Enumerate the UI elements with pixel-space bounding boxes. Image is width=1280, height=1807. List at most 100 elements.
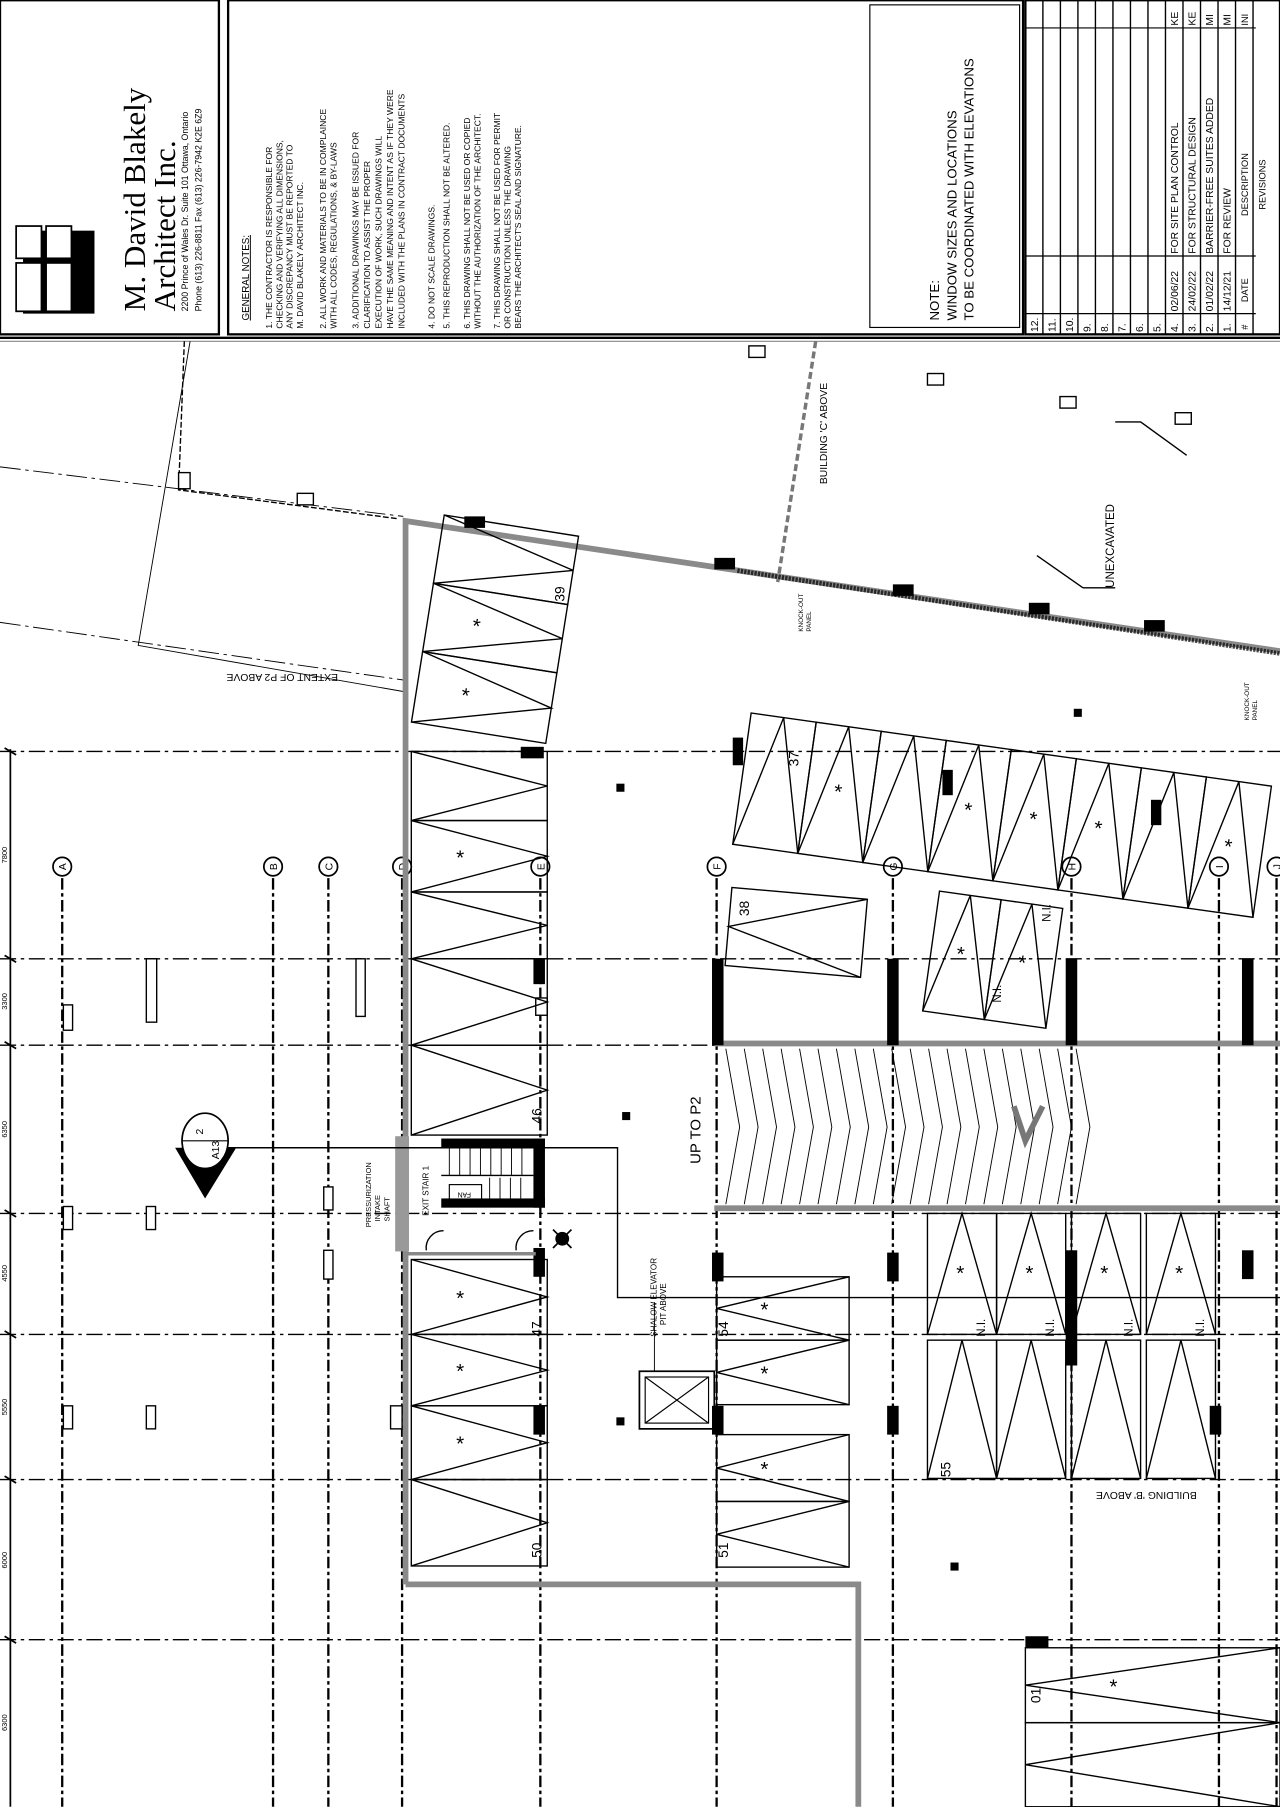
ramp-direction-arrow <box>1011 1104 1046 1149</box>
structural-column <box>712 1252 724 1282</box>
parking-stall: * <box>410 650 558 745</box>
parking-stall: * <box>1024 1647 1280 1724</box>
door-swing[interactable] <box>515 1230 534 1251</box>
ramp-hatch <box>946 1048 962 1205</box>
ramp-hatch <box>928 1048 943 1205</box>
general-note-line: WITHOUT THE AUTHORIZATION OF THE ARCHITE… <box>472 113 482 328</box>
grid-label: B <box>269 863 280 870</box>
window-marker <box>62 1405 74 1430</box>
parking-stall <box>1024 1721 1280 1807</box>
building-b-label: BUILDING 'B' ABOVE <box>1096 1489 1197 1500</box>
stall-outline <box>410 819 548 893</box>
stall-outline <box>410 1044 548 1136</box>
parking-stall: * <box>921 890 1002 1021</box>
pressurization-label: SHAFT <box>382 1197 391 1222</box>
knockout-panel-label: PANEL <box>806 611 813 632</box>
general-note-line: 2. ALL WORK AND MATERIALS TO BE IN COMPL… <box>318 109 328 329</box>
general-note-line: 1. THE CONTRACTOR IS RESPONSIBLE FOR <box>264 147 274 329</box>
revision-number: 2. <box>1205 323 1216 332</box>
dimension-label: 5550 <box>0 1399 9 1416</box>
revision-initials: MI <box>1205 14 1216 26</box>
door-swing[interactable] <box>425 1230 444 1251</box>
column-marker <box>1073 708 1082 717</box>
stall-hatch <box>1070 1210 1142 1335</box>
window-marker <box>62 1205 74 1231</box>
not-included-label: N.I. <box>992 985 1004 1003</box>
window-marker <box>62 1004 74 1031</box>
not-included-labels: N.I.N.I.N.I.N.I.N.I.N.I. <box>976 904 1207 1337</box>
leader-arrow <box>1036 554 1084 589</box>
pressurization-label: INTAKE <box>373 1195 382 1221</box>
stall-hatch <box>862 735 929 872</box>
parking-stall <box>861 730 948 873</box>
revision-number: 11. <box>1048 318 1059 332</box>
ramp-hatch <box>891 1048 907 1205</box>
general-note-line: HAVE THE SAME MEANING AND INTENT AS IF T… <box>385 89 395 328</box>
window-note-box <box>869 4 1021 329</box>
parking-stall: * <box>410 1405 550 1481</box>
parking-stall: * <box>983 898 1064 1030</box>
stall-number: 50 <box>528 1542 544 1558</box>
structural-column <box>1065 958 1078 1046</box>
grid-label: E <box>536 863 547 870</box>
window-marker <box>145 958 158 1023</box>
firm-logo-panel <box>0 0 221 336</box>
parking-stall: * <box>715 1433 850 1503</box>
ramp-hatch <box>762 1048 777 1205</box>
revision-date: 24/02/22 <box>1188 271 1199 312</box>
parking-stall: * <box>1070 1210 1142 1336</box>
grid-bubble <box>52 856 73 877</box>
foundation-wall-lower <box>405 1581 862 1807</box>
structural-column <box>892 584 914 596</box>
ramp-hatch <box>872 1048 888 1205</box>
stall-outline <box>995 1339 1067 1480</box>
revision-number: 6. <box>1135 323 1146 332</box>
stall-hatch <box>732 717 799 854</box>
grid-bubble <box>706 856 727 877</box>
note-line: TO BE COORDINATED WITH ELEVATIONS <box>962 58 977 320</box>
structural-columns <box>62 345 1254 1648</box>
grid-bubble <box>318 856 339 877</box>
revision-number: 8. <box>1100 323 1111 332</box>
note-line: WINDOW SIZES AND LOCATIONS <box>944 110 959 320</box>
revision-number: 12. <box>1030 318 1041 332</box>
general-notes-heading: GENERAL NOTES: <box>241 235 252 321</box>
exit-stair-label: EXIT STAIR 1 <box>422 1165 431 1215</box>
general-note-line: INCLUDED WITH THE PLANS IN CONTRACT DOCU… <box>396 93 406 328</box>
parking-stall: * <box>1057 757 1143 900</box>
parking-stall <box>926 1339 998 1480</box>
stall-hatch <box>1145 1339 1217 1479</box>
general-note-line: BEARS THE ARCHITECT'S SEAL AND SIGNATURE… <box>513 125 523 329</box>
parking-stall <box>410 958 550 1046</box>
stall-outline <box>410 958 548 1046</box>
horizontal-grid-lines <box>0 747 1280 1644</box>
parking-stall: * <box>1145 1210 1217 1336</box>
window-marker <box>145 1205 157 1231</box>
ramp-hatch <box>817 1048 833 1205</box>
structural-column <box>887 1252 899 1282</box>
stall-outline <box>1122 767 1208 909</box>
column-marker <box>622 1112 631 1121</box>
ramp-hatch <box>835 1048 851 1205</box>
stall-hatch <box>411 650 555 723</box>
revision-description: FOR REVIEW <box>1223 188 1234 254</box>
ramp-hatch <box>965 1048 980 1205</box>
column-marker <box>616 1417 625 1426</box>
accessible-stall-star: * <box>1092 817 1103 841</box>
stall-hatch <box>926 1210 998 1335</box>
stall-number: 54 <box>715 1321 731 1337</box>
ramp-hatch <box>1038 1048 1054 1205</box>
structural-column <box>533 1405 545 1435</box>
accessible-stall-star: * <box>456 1287 464 1310</box>
stall-hatch <box>422 582 563 653</box>
structural-column <box>464 516 486 528</box>
window-marker <box>145 1405 157 1430</box>
grid-label: F <box>713 863 724 869</box>
section-marker: 2 A13 <box>175 1112 237 1199</box>
stall-hatch <box>983 903 1047 1029</box>
exhaust-fan-icon <box>552 1228 573 1249</box>
accessible-stall-star: * <box>1109 1675 1117 1698</box>
